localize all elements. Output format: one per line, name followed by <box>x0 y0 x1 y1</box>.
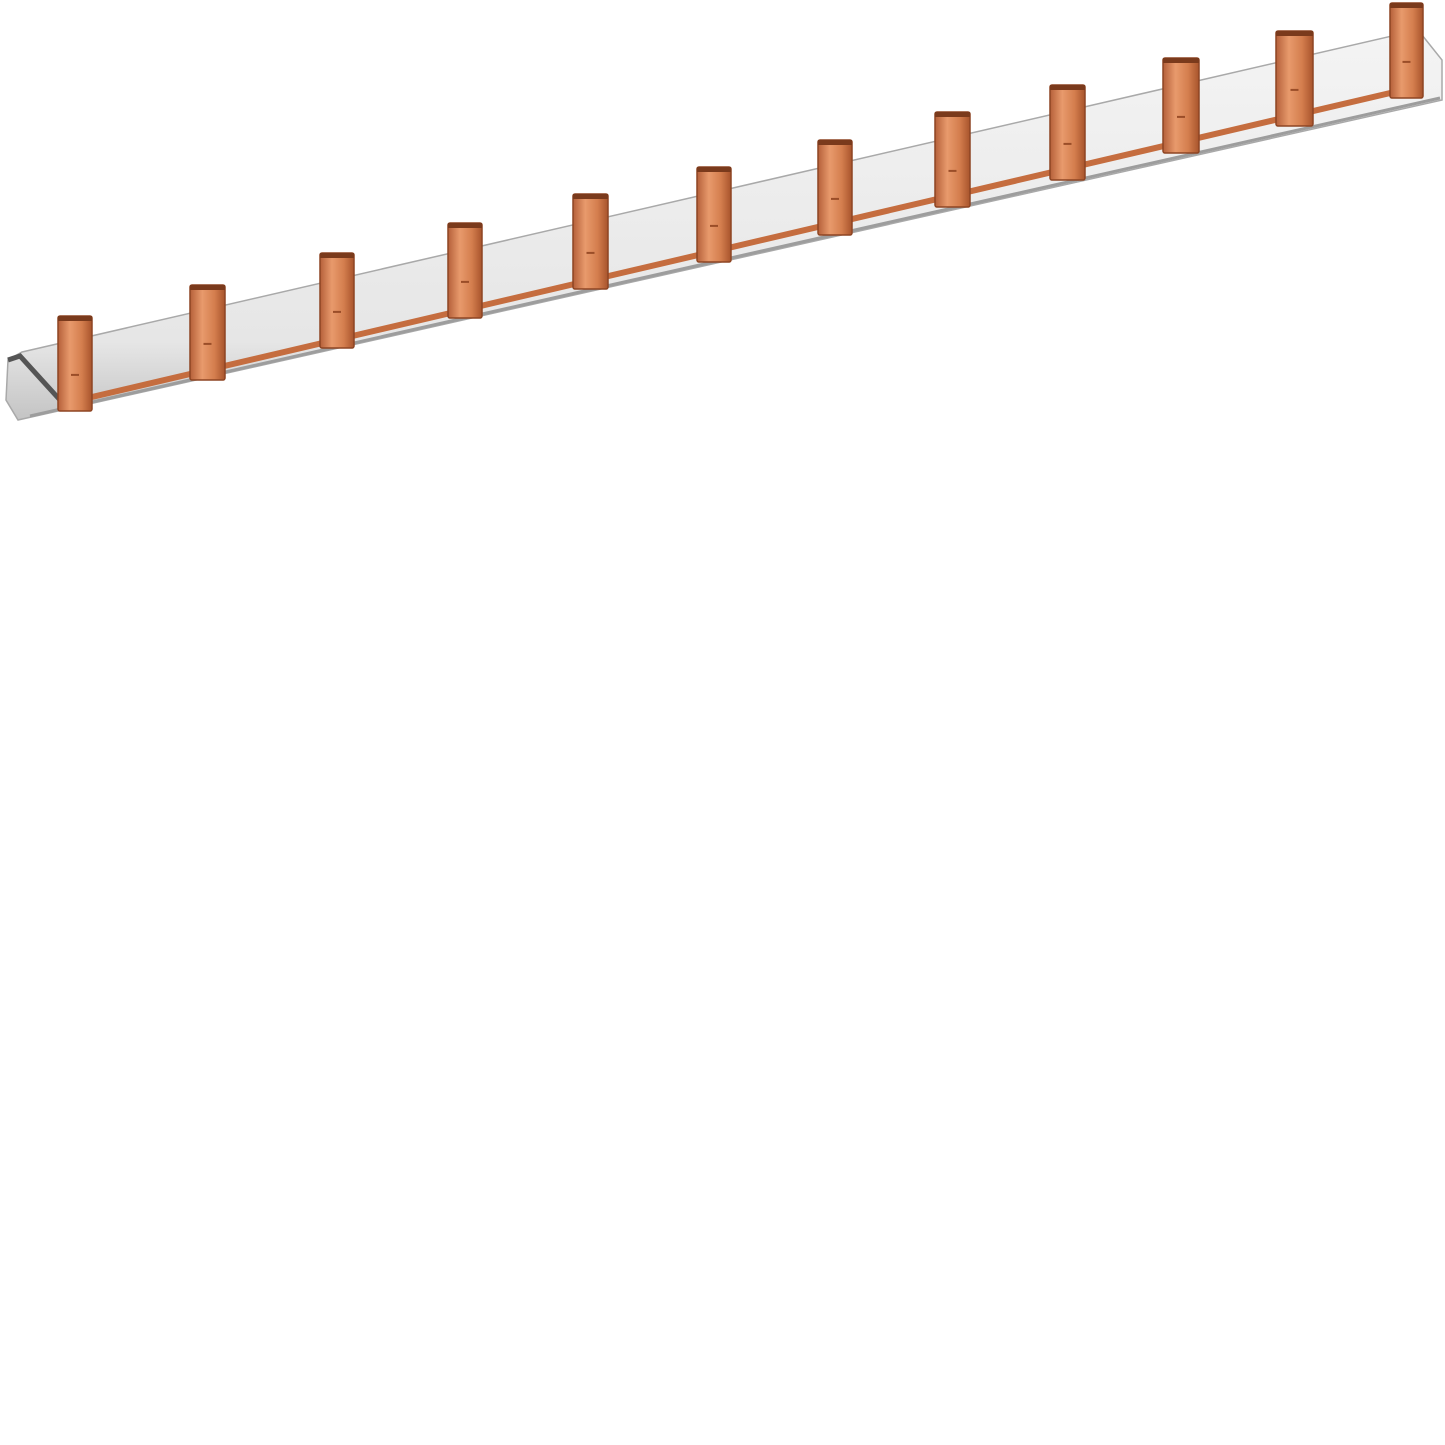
copper-pins <box>57 2 1424 412</box>
copper-pin <box>57 315 93 412</box>
copper-pin <box>447 222 483 319</box>
copper-pin <box>1389 2 1424 99</box>
copper-pin <box>572 193 609 290</box>
copper-pin <box>1049 84 1086 181</box>
copper-pin <box>1162 57 1200 154</box>
copper-pin <box>696 166 732 263</box>
copper-pin <box>934 111 971 208</box>
copper-pin <box>319 252 355 349</box>
copper-rail <box>61 83 1421 407</box>
copper-pin <box>817 139 853 236</box>
copper-pin <box>1275 30 1314 127</box>
copper-pin <box>189 284 226 381</box>
